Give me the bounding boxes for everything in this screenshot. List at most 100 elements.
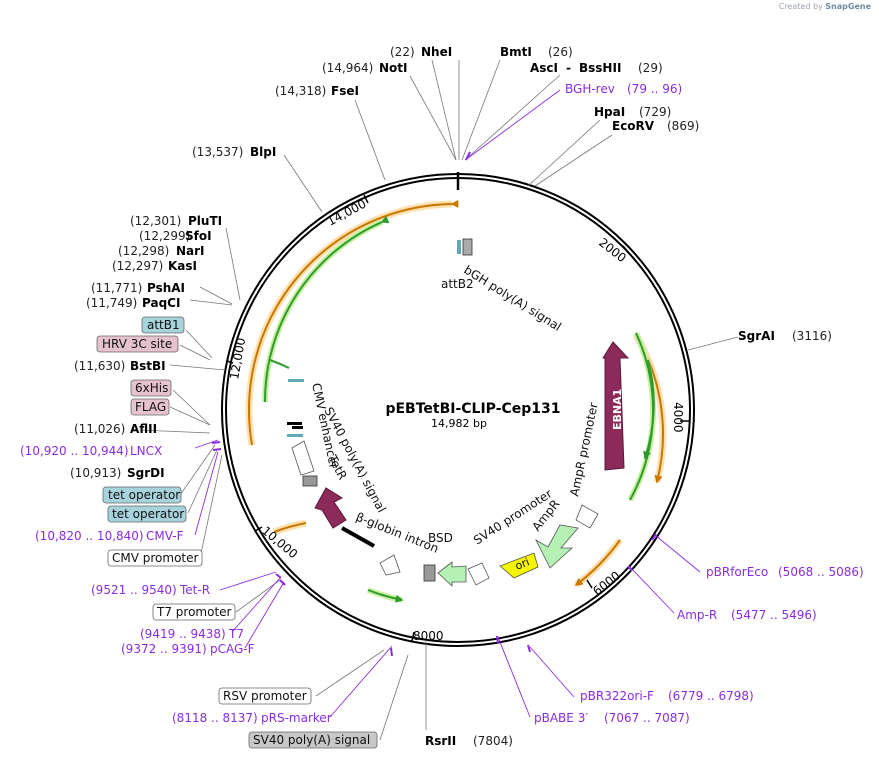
hpai-pos: (729)	[639, 105, 671, 119]
sfoi-label[interactable]: SfoI	[185, 229, 212, 243]
tetop2-text: tet operator	[112, 507, 184, 521]
pbabe3-label[interactable]: pBABE 3′	[534, 711, 588, 725]
tick-2000: 2000	[596, 235, 629, 265]
prsmarker-label[interactable]: pRS-marker	[261, 711, 332, 725]
lncx-range: (10,920 .. 10,944)	[20, 444, 129, 458]
pbr322orif-label[interactable]: pBR322ori-F	[580, 689, 654, 703]
bghrev-label[interactable]: BGH-rev	[565, 82, 615, 96]
tetr-feature	[291, 440, 347, 529]
pbr322orif-range: (6779 .. 6798)	[668, 689, 754, 703]
bgh-polya-label: bGH poly(A) signal	[461, 263, 563, 334]
ecorv-label[interactable]: EcoRV	[612, 119, 655, 133]
paqci-label[interactable]: PaqCI	[142, 296, 180, 310]
hrv3c-box[interactable]	[96, 335, 179, 353]
fsei-pos: (14,318)	[275, 84, 326, 98]
pshai-label[interactable]: PshAI	[147, 281, 185, 295]
bsshii-label[interactable]: BssHII	[579, 61, 621, 75]
nhei-label[interactable]: NheI	[421, 45, 452, 59]
flag-text: FLAG	[135, 400, 166, 414]
cmvf-label[interactable]: CMV-F	[146, 529, 184, 543]
sgrai-label[interactable]: SgrAI	[738, 329, 775, 343]
his6-box[interactable]	[130, 379, 172, 397]
tetop2-box[interactable]	[107, 505, 187, 523]
rsvprom-box[interactable]	[218, 687, 312, 705]
asci-bsshii-dash: -	[566, 61, 571, 75]
primer-leader-lines	[194, 89, 701, 718]
pluti-label[interactable]: PluTI	[188, 214, 222, 228]
aflii-label[interactable]: AflII	[130, 422, 157, 436]
pbrforeco-label[interactable]: pBRforEco	[706, 565, 768, 579]
asci-label[interactable]: AscI	[530, 61, 558, 75]
sv40pa2-text: SV40 poly(A) signal	[253, 733, 370, 747]
attb2-label: attB2	[441, 277, 474, 291]
attb1-text: attB1	[147, 318, 180, 332]
prsmarker-range: (8118 .. 8137)	[172, 711, 258, 725]
pcagf-label[interactable]: pCAG-F	[210, 642, 255, 656]
hrv3c-text: HRV 3C site	[102, 337, 172, 351]
blpi-label[interactable]: BlpI	[250, 145, 276, 159]
kasi-label[interactable]: KasI	[168, 259, 197, 273]
bsd-feature	[423, 561, 490, 587]
bmti-label[interactable]: BmtI	[500, 45, 532, 59]
noti-pos: (14,964)	[322, 61, 373, 75]
ampr-feature	[535, 504, 599, 569]
tick-12000: 12,000	[227, 337, 248, 381]
snapgene-logo: SnapGene	[825, 2, 871, 11]
leader-lines	[139, 59, 739, 741]
fsei-label[interactable]: FseI	[331, 84, 359, 98]
bghrev-range: (79 .. 96)	[627, 82, 682, 96]
rsrii-pos: (7804)	[473, 734, 513, 748]
nhei-pos: (22)	[390, 45, 415, 59]
bglobin-feature	[341, 526, 401, 576]
pcagf-range: (9372 .. 9391)	[121, 642, 207, 656]
his6-text: 6xHis	[135, 381, 168, 395]
kasi-pos: (12,297)	[112, 259, 163, 273]
bsd-label: BSD	[428, 531, 453, 545]
tetop1-text: tet operator	[108, 488, 180, 502]
cmvprom-box[interactable]	[107, 549, 203, 567]
tick-8000: 8000	[413, 629, 444, 643]
tick-4000: 4000	[671, 402, 685, 433]
ampr-promoter-label: AmpR promoter	[567, 401, 601, 497]
sv40pa2-box[interactable]	[248, 731, 378, 749]
plasmid-size: 14,982 bp	[431, 417, 487, 430]
bsshii-pos: (29)	[638, 61, 663, 75]
pluti-pos: (12,301)	[130, 214, 181, 228]
t7prom-box[interactable]	[152, 603, 236, 621]
tetop1-box[interactable]	[102, 486, 182, 504]
rsvprom-text: RSV promoter	[223, 689, 307, 703]
lncx-label[interactable]: LNCX	[130, 444, 162, 458]
t7prom-text: T7 promoter	[156, 605, 232, 619]
sgrdi-label[interactable]: SgrDI	[127, 466, 165, 480]
ori-feature	[499, 552, 539, 579]
bmti-pos: (26)	[548, 45, 573, 59]
orf-arcs	[245, 199, 667, 603]
noti-label[interactable]: NotI	[379, 61, 408, 75]
tick-marks	[226, 194, 689, 642]
attb1-box[interactable]	[141, 316, 185, 334]
bstbi-pos: (11,630)	[74, 359, 125, 373]
aflii-pos: (11,026)	[74, 422, 125, 436]
primer-markers	[211, 151, 657, 657]
ori-label: ori	[513, 555, 531, 572]
ampr-primer-range: (5477 .. 5496)	[731, 608, 817, 622]
sfoi-pos: (12,299)	[139, 229, 190, 243]
hpai-label[interactable]: HpaI	[594, 105, 625, 119]
pbabe3-range: (7067 .. 7087)	[604, 711, 690, 725]
pbrforeco-range: (5068 .. 5086)	[778, 565, 864, 579]
flag-box[interactable]	[130, 398, 170, 416]
ebna1-label: EBNA1	[611, 389, 624, 430]
ampr-primer-label[interactable]: Amp-R	[677, 608, 717, 622]
t7-label[interactable]: T7	[228, 627, 244, 641]
sgrdi-pos: (10,913)	[70, 466, 121, 480]
blpi-pos: (13,537)	[192, 145, 243, 159]
bstbi-label[interactable]: BstBI	[130, 359, 166, 373]
snapgene-credit: Created by SnapGene	[778, 2, 871, 11]
attb2-feature	[457, 238, 473, 256]
nari-label[interactable]: NarI	[176, 244, 205, 258]
cmvprom-text: CMV promoter	[112, 551, 199, 565]
tetr-primer-label[interactable]: Tet-R	[179, 583, 210, 597]
paqci-pos: (11,749)	[86, 296, 137, 310]
rsrii-label[interactable]: RsrII	[425, 734, 456, 748]
